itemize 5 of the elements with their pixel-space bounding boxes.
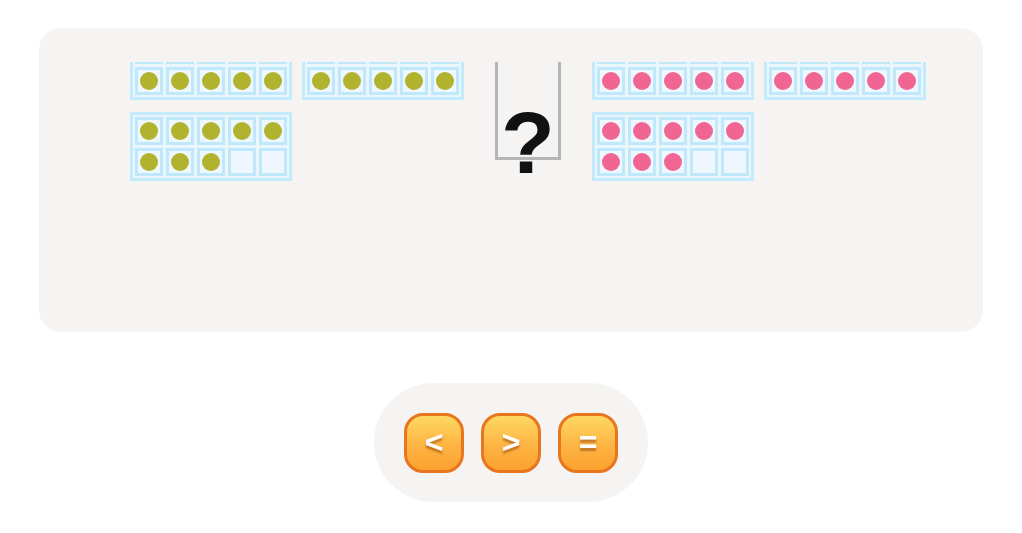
comparison-button: > xyxy=(481,413,541,473)
exercise-panel xyxy=(39,28,983,332)
comparison-button: = xyxy=(558,413,618,473)
comparison-button: < xyxy=(404,413,464,473)
question-mark: ? xyxy=(501,108,555,179)
